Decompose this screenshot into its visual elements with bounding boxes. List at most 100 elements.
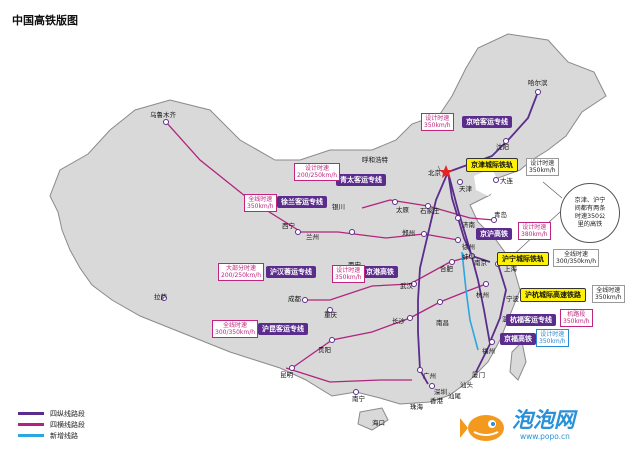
- dot-urumqi: [163, 119, 169, 125]
- legend-label-new: 新增线路: [50, 431, 78, 440]
- city-jinan: 济南: [462, 221, 475, 229]
- line-jinghu: [447, 171, 491, 263]
- note-hangfu-speed: 机路段 350km/h: [560, 309, 593, 327]
- city-hohhot: 呼和浩特: [362, 156, 388, 164]
- note-qingtai-speed: 设计时速 200/250km/h: [294, 163, 341, 181]
- dot-shenzhen: [429, 383, 435, 389]
- dot-jinan: [455, 215, 461, 221]
- info-bubble-text: 京津、沪宁 间都有两条 时速350公 里的高铁: [574, 197, 606, 228]
- city-haikou: 海口: [372, 419, 385, 427]
- city-dalian: 大连: [500, 177, 513, 185]
- info-bubble: 京津、沪宁 间都有两条 时速350公 里的高铁: [560, 183, 620, 243]
- dot-nanning: [353, 389, 359, 395]
- city-harbin: 哈尔滨: [528, 79, 548, 87]
- tag-jinggang: 京港高铁: [362, 266, 398, 278]
- tag-huning: 沪宁城际铁轨: [497, 252, 549, 266]
- dot-qingdao: [491, 217, 497, 223]
- dot-lanzhou: [295, 229, 301, 235]
- dot-wuhan: [411, 281, 417, 287]
- tag-jinghu: 京沪高铁: [476, 228, 512, 240]
- tag-hukun: 沪昆客运专线: [258, 323, 308, 335]
- logo-url: www.popo.cn: [520, 432, 570, 441]
- note-jingjin-speed: 设计时速 350km/h: [526, 158, 559, 176]
- line-blue: [461, 251, 479, 351]
- dot-guangzhou: [417, 367, 423, 373]
- city-nanchang: 南昌: [436, 319, 449, 327]
- city-hongkong: 香港: [430, 397, 443, 405]
- city-guangzhou: 广州: [423, 372, 436, 380]
- tag-huhang: 沪杭城际高速铁路: [520, 288, 586, 302]
- map-legend: 四纵线路段 四横线路段 新增线路: [18, 408, 85, 441]
- city-zhengzhou: 郑州: [402, 229, 415, 237]
- city-beijing: 北京: [428, 169, 441, 177]
- city-shanghai: 上海: [504, 265, 517, 273]
- city-shanwei: 汕尾: [448, 392, 461, 400]
- note-jingha-speed: 设计时速 350km/h: [421, 113, 454, 131]
- city-dots: [161, 89, 541, 395]
- bohai-bay: [474, 168, 500, 196]
- city-urumqi: 乌鲁木齐: [150, 111, 176, 119]
- legend-swatch-horizontal: [18, 423, 44, 426]
- tag-qingtai: 青太客运专线: [336, 174, 386, 186]
- beijing-star: [439, 165, 453, 178]
- dot-chongqing: [327, 307, 333, 313]
- note-huhang-speed: 全线时速 350km/h: [592, 285, 625, 303]
- city-shenyang: 沈阳: [496, 143, 509, 151]
- city-lanzhou: 兰州: [306, 233, 319, 241]
- city-hefei: 合肥: [440, 265, 453, 273]
- tag-hanghu: 沪汉蓉运专线: [266, 266, 316, 278]
- city-taiyuan: 太原: [396, 206, 409, 214]
- city-zhuhai: 珠海: [410, 403, 423, 411]
- city-yinchuan: 银川: [332, 203, 345, 211]
- legend-label-vertical: 四纵线路段: [50, 409, 85, 418]
- dot-xian: [349, 229, 355, 235]
- popo-logo: [460, 415, 504, 441]
- city-nanjing: 南京: [474, 259, 487, 267]
- tag-hangfu: 杭福客运专线: [506, 314, 556, 326]
- tag-jingha: 京哈客运专线: [462, 116, 512, 128]
- taiwan: [509, 340, 527, 381]
- note-hanghu-speed: 大部分时速 200/250km/h: [218, 263, 265, 281]
- dot-xuzhou: [455, 237, 461, 243]
- page-title: 中国高铁版图: [12, 14, 78, 27]
- dot-kunming: [289, 365, 295, 371]
- city-changsha: 长沙: [392, 317, 405, 325]
- dot-harbin: [535, 89, 541, 95]
- tag-jingjin: 京津城际铁轨: [466, 158, 518, 172]
- note-jinggang-speed: 设计时速 350km/h: [332, 265, 365, 283]
- dot-taiyuan: [392, 199, 398, 205]
- dot-tianjin: [457, 179, 463, 185]
- note-jinghu-speed: 设计时速 380km/h: [518, 222, 551, 240]
- city-shenzhen: 深圳: [434, 388, 447, 396]
- city-guiyang: 贵阳: [318, 346, 331, 354]
- dot-lhasa: [161, 295, 167, 301]
- note-xulan-speed: 全线时速 350km/h: [244, 194, 277, 212]
- legend-item-new: 新增线路: [18, 430, 85, 441]
- hainan: [357, 407, 389, 431]
- city-lhasa: 拉萨: [154, 293, 167, 301]
- dot-chengdu: [302, 297, 308, 303]
- dot-hefei: [449, 259, 455, 265]
- dot-shenyang: [503, 138, 509, 144]
- city-xiamen: 厦门: [472, 371, 485, 379]
- legend-item-horizontal: 四横线路段: [18, 419, 85, 430]
- dot-fuzhou: [489, 339, 495, 345]
- tag-jingfu: 京福高铁: [500, 333, 536, 345]
- dot-shijiazhuang: [425, 203, 431, 209]
- note-hukun-speed: 全线时速 300/350km/h: [212, 320, 259, 338]
- city-wuhan: 武汉: [400, 282, 413, 290]
- dot-guiyang: [329, 337, 335, 343]
- logo-text: 泡泡网: [512, 408, 575, 432]
- city-shijiazhuang: 石家庄: [420, 207, 440, 215]
- tag-xulan: 徐兰客运专线: [277, 196, 327, 208]
- legend-swatch-new: [18, 434, 44, 437]
- city-kunming: 昆明: [280, 371, 293, 379]
- line-xulan: [298, 231, 459, 241]
- dot-zhengzhou: [421, 231, 427, 237]
- dot-nanjing: [469, 253, 475, 259]
- dot-nanchang: [437, 299, 443, 305]
- city-nanning: 南宁: [352, 395, 365, 403]
- city-shantou: 汕头: [460, 381, 473, 389]
- city-fuzhou: 福州: [482, 347, 495, 355]
